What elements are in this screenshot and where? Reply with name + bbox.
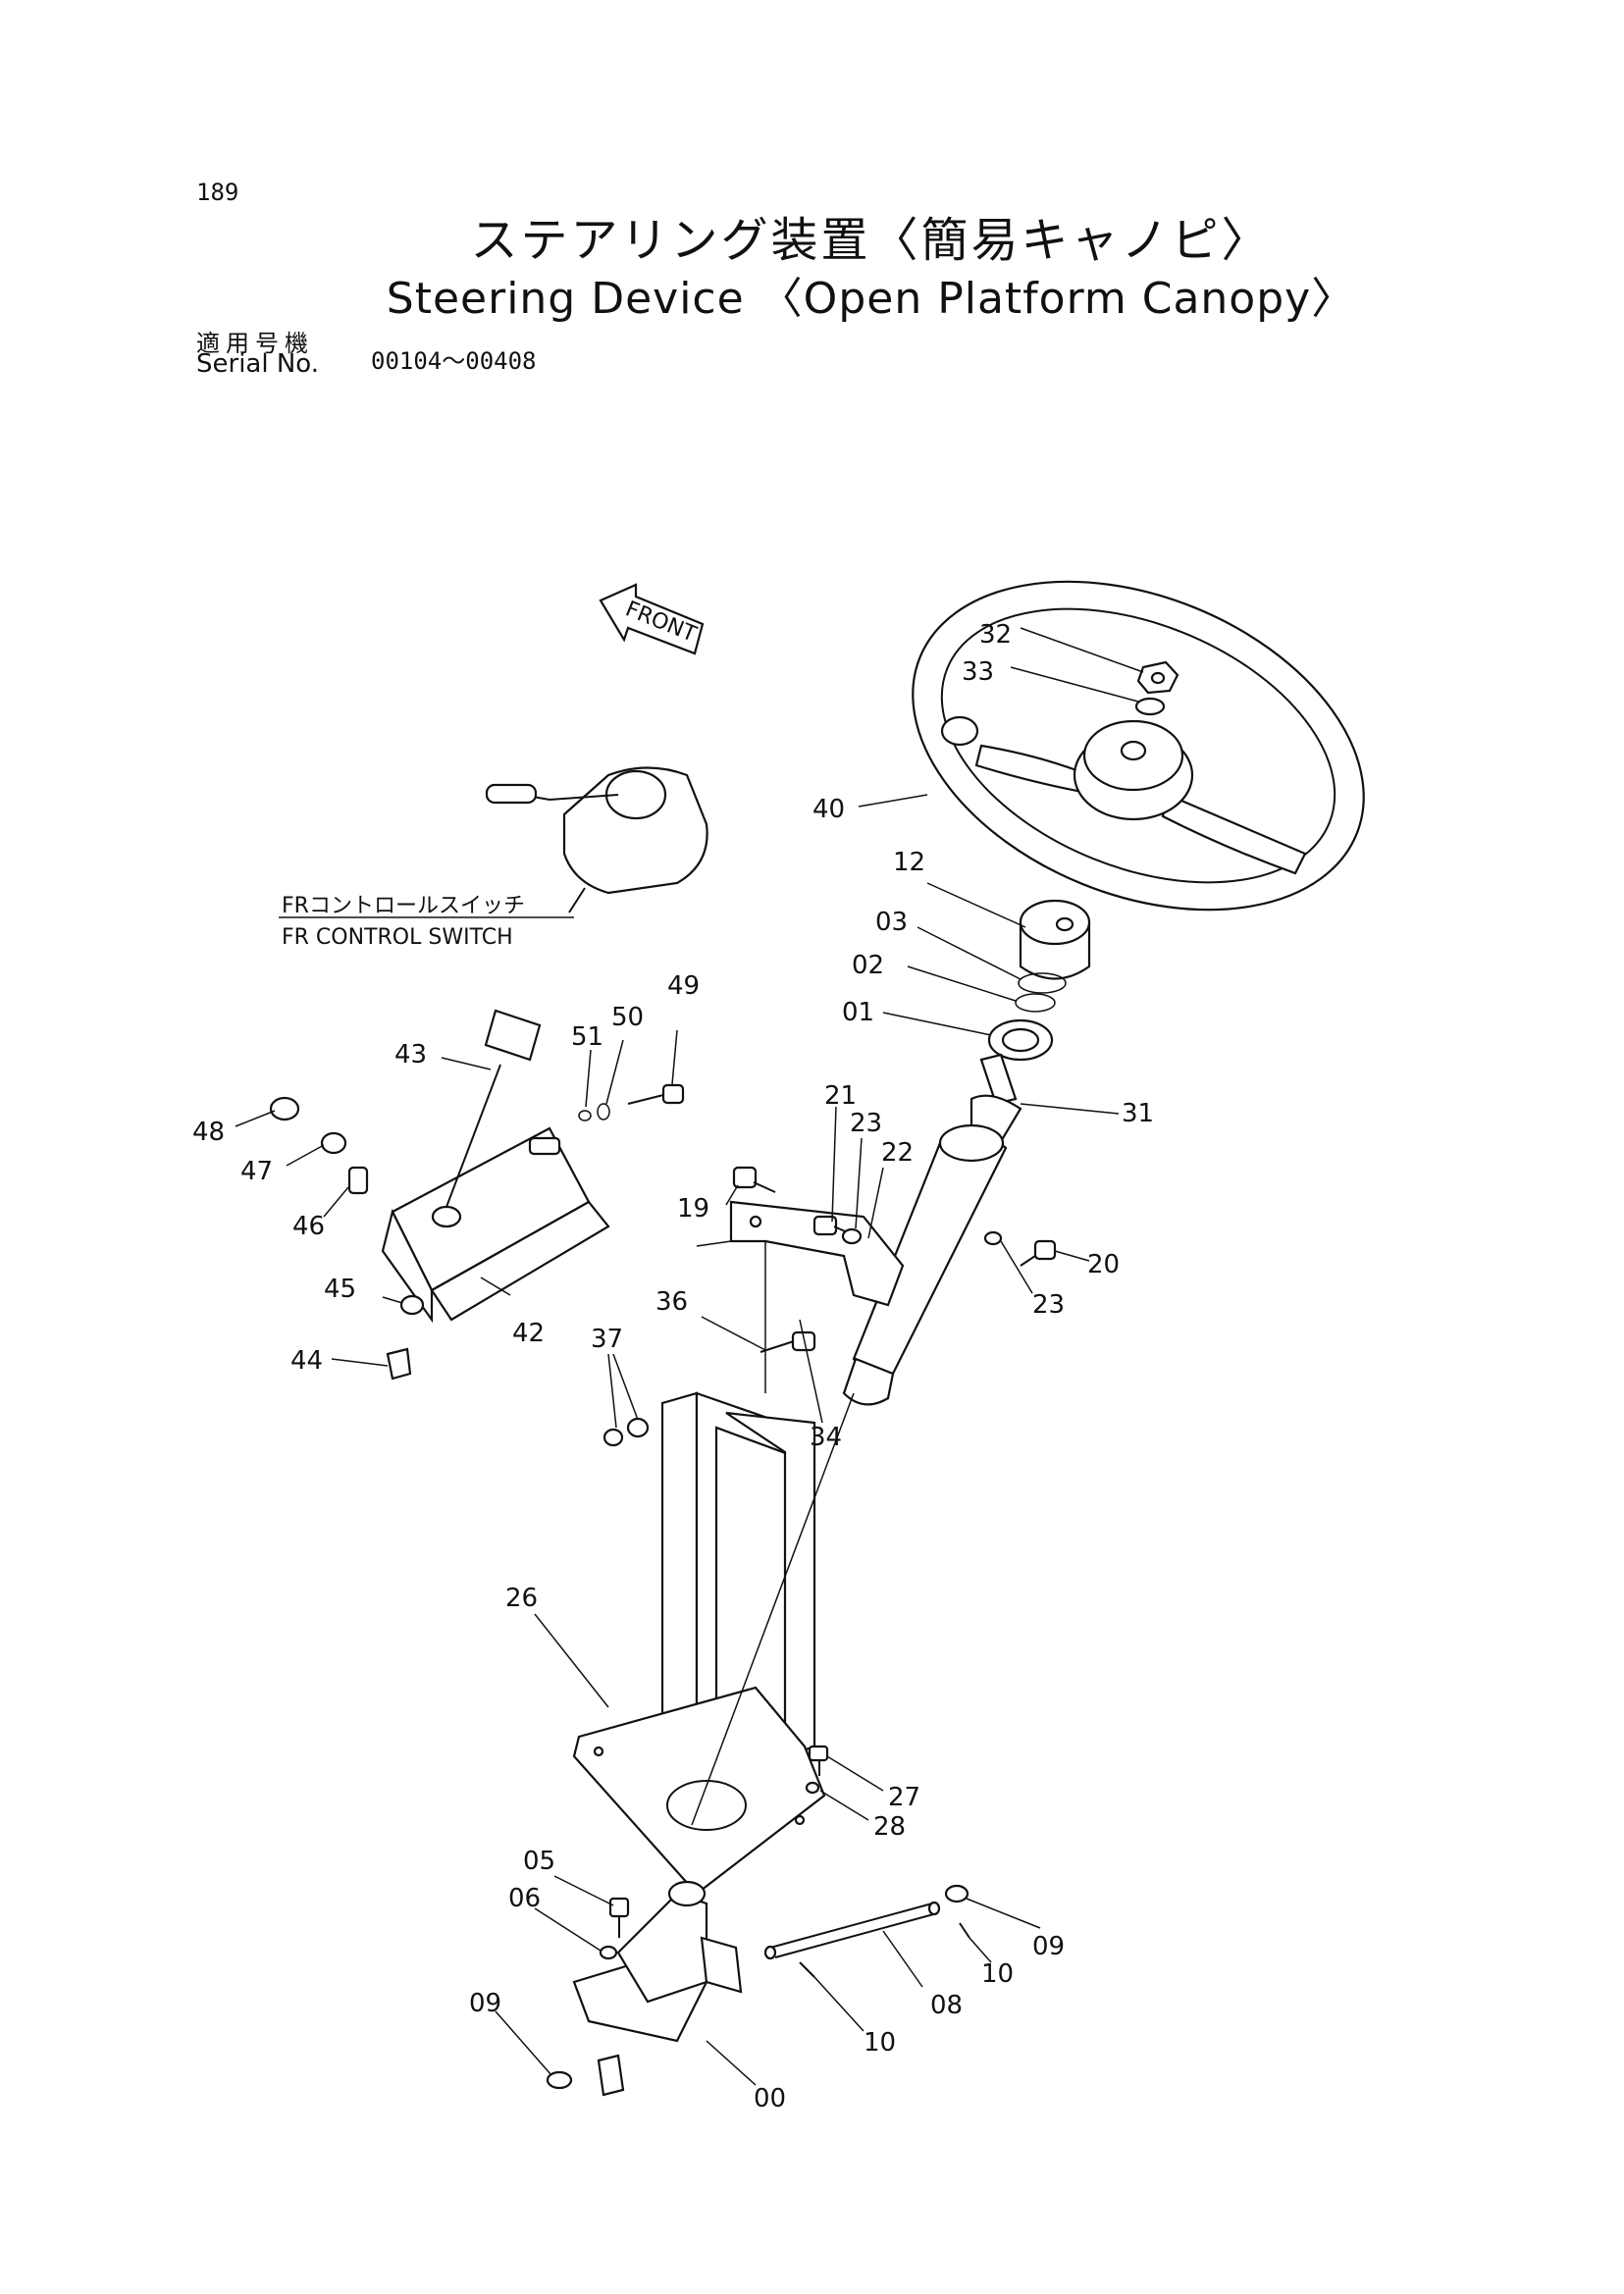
serial-label-japanese: 適用号機 (196, 330, 314, 357)
hub-12-part (1019, 899, 1091, 980)
washer-47-part (320, 1131, 347, 1155)
callout-50: 50 (611, 1003, 644, 1032)
washer-23-lower-part (983, 1230, 1003, 1246)
serial-number-range: 00104～00408 (371, 347, 537, 375)
callout-23-upper: 23 (850, 1109, 882, 1138)
washer-51-part (578, 1110, 592, 1121)
callout-26: 26 (505, 1584, 538, 1613)
bearing-01-part (987, 1018, 1054, 1062)
serial-label-english: Serial No. (196, 349, 319, 379)
callout-33: 33 (962, 657, 994, 687)
callout-05: 05 (523, 1847, 555, 1876)
callout-47: 47 (240, 1157, 273, 1186)
title-japanese: ステアリング装置〈簡易キャノピ〉 (470, 213, 1272, 268)
switch-bracket-42-part (381, 1126, 610, 1324)
callout-32: 32 (979, 620, 1012, 650)
bolt-05-part (608, 1897, 630, 1938)
ring-02-part (1015, 993, 1056, 1013)
bolt-20-part (1020, 1239, 1057, 1267)
washer-06-part (599, 1945, 618, 1960)
nut-37b-part (626, 1417, 650, 1438)
callout-43: 43 (394, 1040, 427, 1069)
bolt-36-part (760, 1330, 816, 1353)
callout-44: 44 (290, 1346, 323, 1376)
pin-10-upper-part (959, 1922, 970, 1939)
callout-03: 03 (875, 908, 908, 937)
callout-31: 31 (1122, 1099, 1154, 1128)
fr-control-switch-part (279, 766, 708, 918)
bolt-27-part (808, 1745, 829, 1776)
callout-20: 20 (1087, 1250, 1120, 1279)
callout-10-lower: 10 (864, 2028, 896, 2058)
callout-21: 21 (824, 1081, 857, 1111)
washer-09-lower-part (546, 2070, 573, 2090)
pin-08-part (763, 1901, 941, 1960)
nut-45-part (399, 1294, 425, 1316)
callout-48: 48 (192, 1118, 225, 1147)
steering-valve-00-part (572, 1880, 743, 2097)
ring-03-part (1018, 972, 1067, 994)
callout-42: 42 (512, 1319, 545, 1348)
front-arrow-icon: FRONT (599, 583, 705, 655)
callout-02: 02 (852, 951, 884, 980)
callout-40: 40 (812, 795, 845, 824)
callout-10-upper: 10 (981, 1959, 1014, 1989)
callout-46: 46 (292, 1212, 325, 1241)
stand-26-part (572, 1391, 855, 1896)
fr-switch-label-japanese: FRコントロールスイッチ (282, 894, 525, 918)
bolt-46-part (347, 1166, 369, 1195)
title-english: Steering Device 〈Open Platform Canopy〉 (386, 274, 1356, 324)
callout-34: 34 (810, 1423, 842, 1452)
callout-23-lower: 23 (1032, 1290, 1065, 1320)
callout-09-upper: 09 (1032, 1932, 1065, 1961)
washer-33-part (1134, 697, 1166, 716)
callout-51: 51 (571, 1022, 603, 1052)
callout-37: 37 (591, 1325, 623, 1354)
bracket-34-part (696, 1200, 905, 1393)
callout-27: 27 (888, 1783, 920, 1812)
knob-44-part (386, 1347, 412, 1381)
callout-01: 01 (842, 998, 874, 1027)
callout-00: 00 (754, 2084, 786, 2113)
nut-37a-part (602, 1428, 624, 1447)
fr-switch-label-english: FR CONTROL SWITCH (282, 925, 513, 950)
nut-32-part (1136, 660, 1179, 695)
callout-49: 49 (667, 971, 700, 1001)
steering-column-31-part (842, 1053, 1022, 1406)
lever-43-part (431, 1009, 542, 1228)
pin-10-lower-part (799, 1961, 815, 1978)
callout-45: 45 (324, 1275, 356, 1304)
steering-wheel-part (912, 580, 1365, 912)
callout-08: 08 (930, 1991, 963, 2020)
washer-09-upper-part (944, 1884, 969, 1903)
bolt-19-part (732, 1166, 776, 1193)
nut-48-part (269, 1096, 300, 1121)
leader-lines (235, 627, 1144, 2086)
callout-28: 28 (873, 1812, 906, 1842)
callout-22: 22 (881, 1138, 914, 1168)
callout-36: 36 (655, 1287, 688, 1317)
page-number: 189 (196, 179, 239, 206)
callout-19: 19 (677, 1194, 709, 1224)
washer-28-part (805, 1781, 820, 1795)
clip-50-part (597, 1103, 610, 1121)
callout-12: 12 (893, 848, 925, 877)
bolt-21-part (812, 1215, 853, 1236)
washer-23-upper-part (841, 1227, 863, 1245)
bolt-49-part (627, 1083, 685, 1105)
callout-06: 06 (508, 1884, 541, 1913)
callout-09-lower: 09 (469, 1989, 501, 2018)
